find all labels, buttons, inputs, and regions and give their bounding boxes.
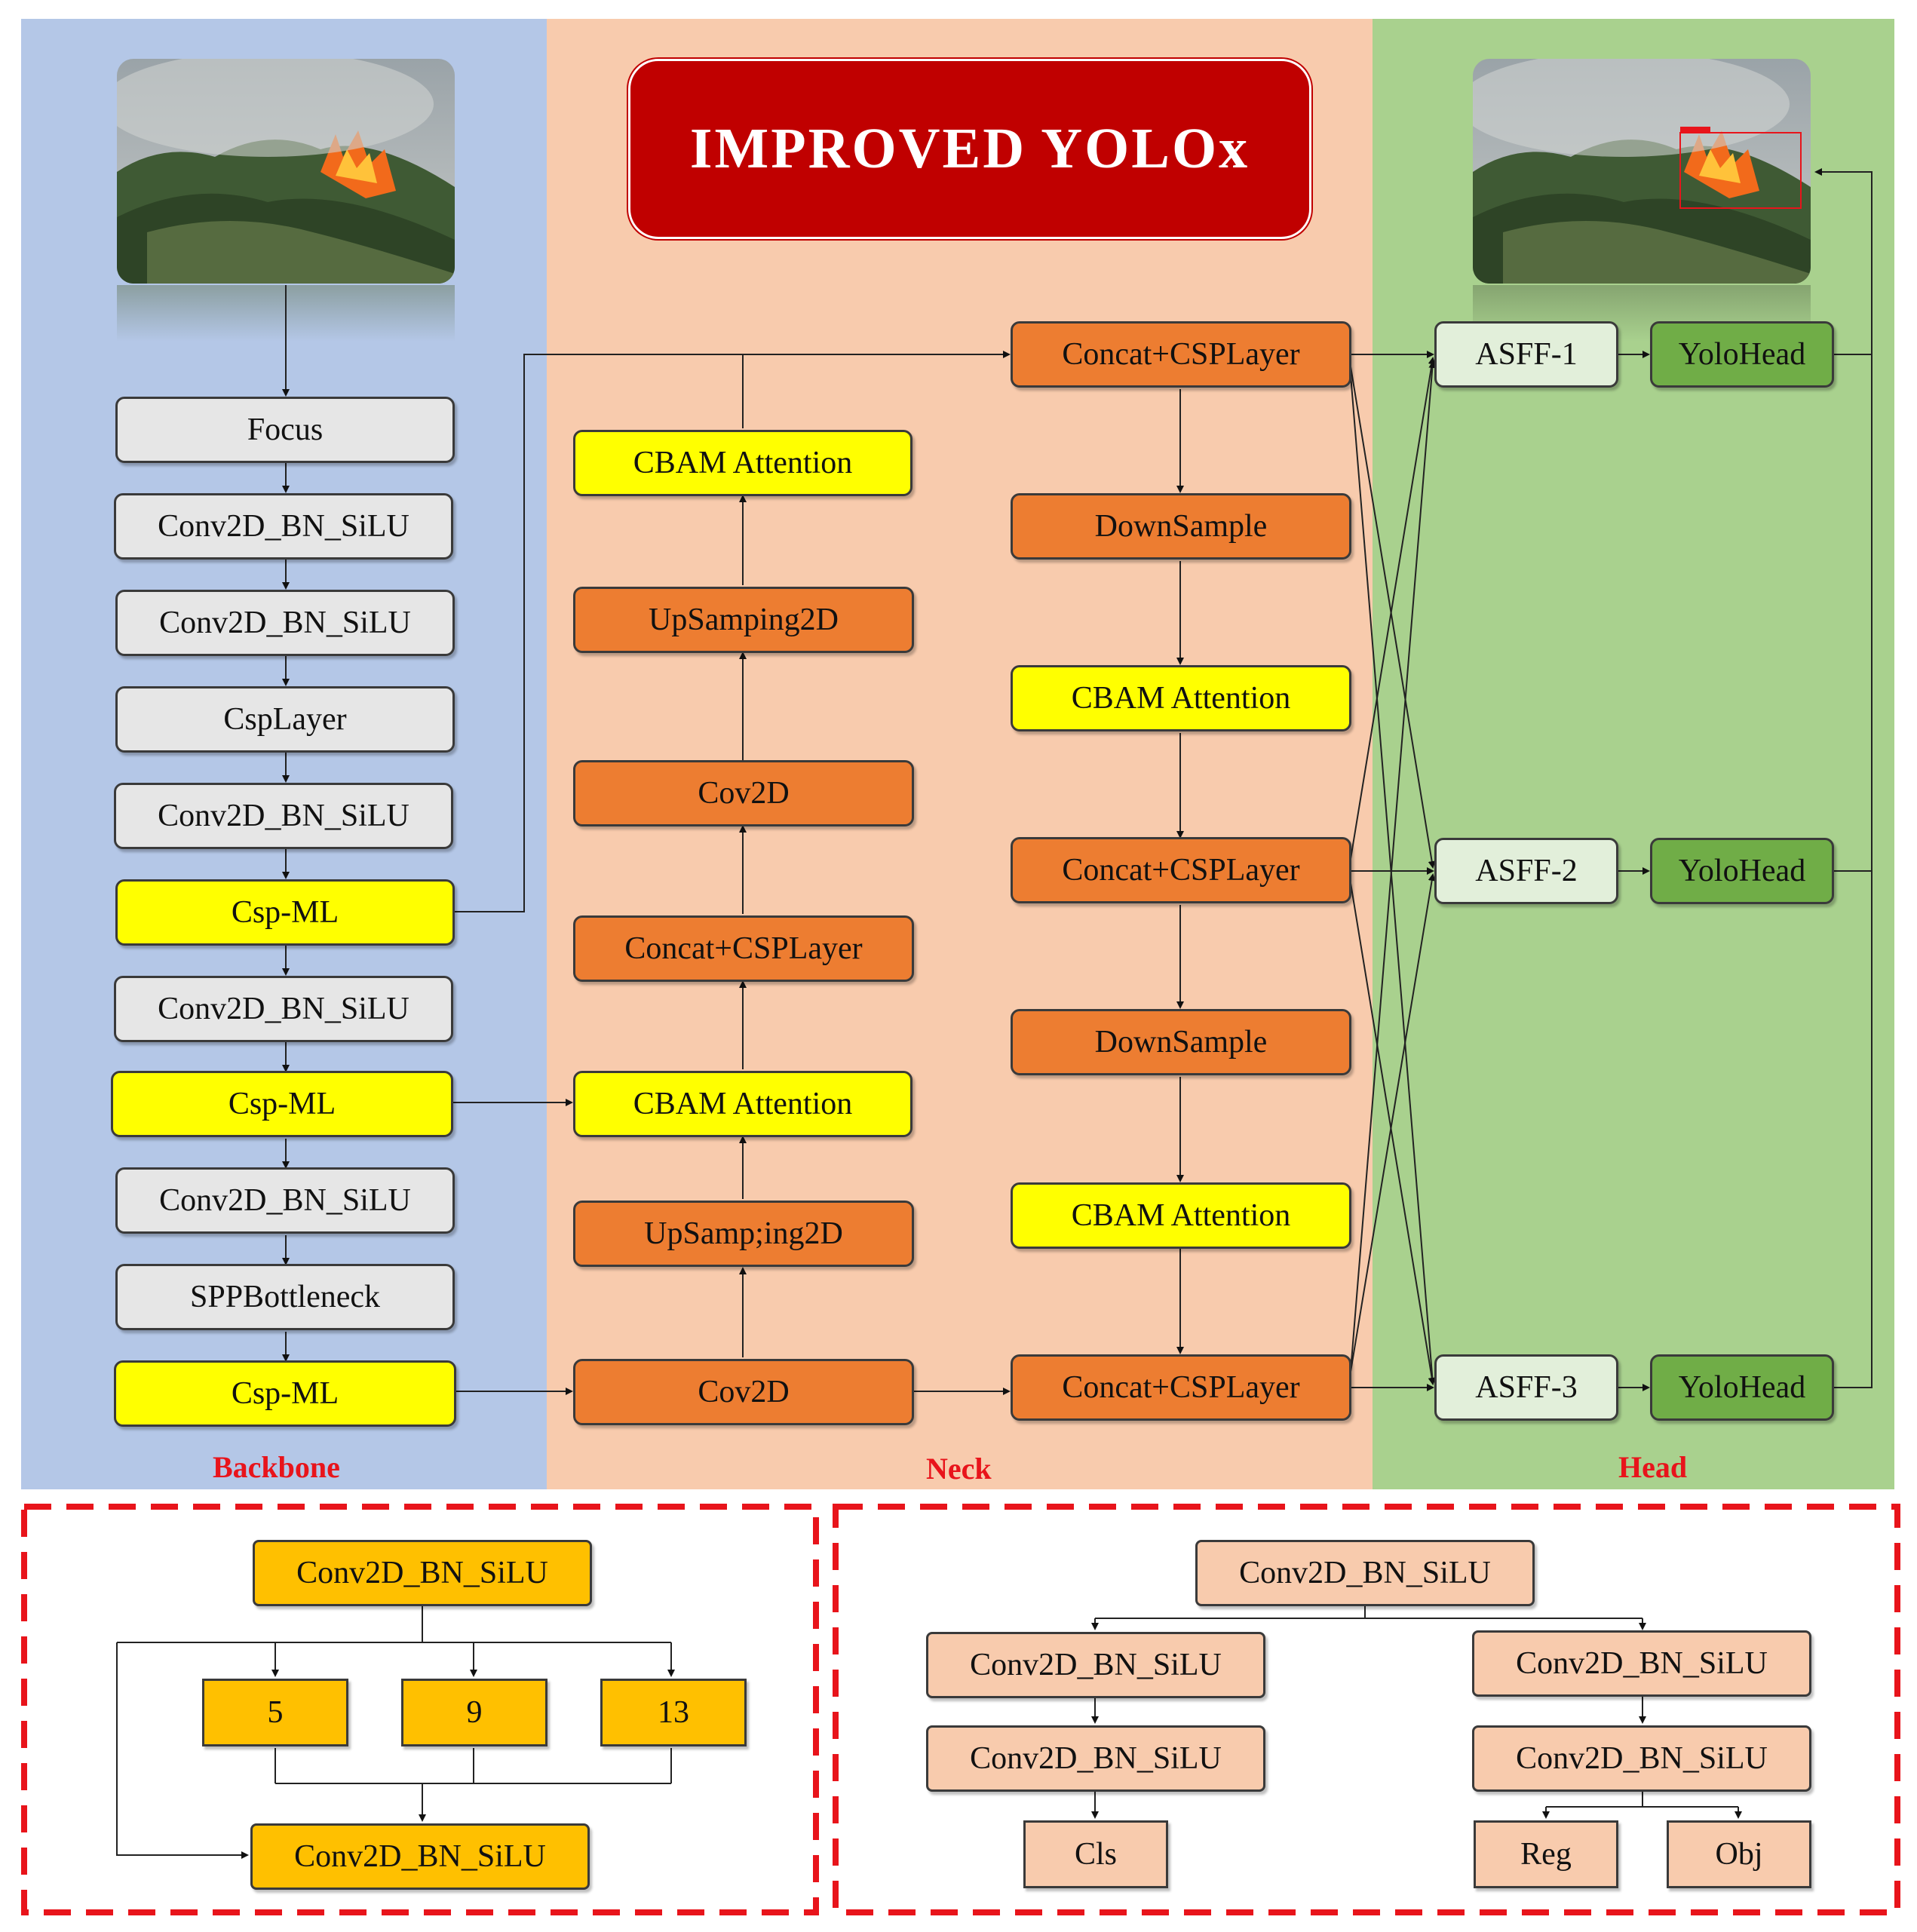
neck-upsampling-top: UpSamping2D (573, 587, 914, 653)
head-detail-conv-right-2: Conv2D_BN_SiLU (1472, 1725, 1811, 1792)
spp-kernel-5: 5 (202, 1679, 348, 1746)
head-label: Head (1618, 1450, 1688, 1484)
neck-cov2d-bottom: Cov2D (573, 1359, 914, 1425)
head-detail-conv-left-1: Conv2D_BN_SiLU (926, 1632, 1265, 1698)
neck-cbam-attention-right-bottom: CBAM Attention (1011, 1182, 1351, 1249)
sppbottleneck-block: SPPBottleneck (115, 1264, 455, 1330)
neck-downsample-bottom: DownSample (1011, 1009, 1351, 1075)
input-fire-image (117, 59, 455, 284)
csp-ml-block-1: Csp-ML (115, 879, 455, 946)
obj-output: Obj (1667, 1820, 1811, 1888)
spp-detail-conv-top: Conv2D_BN_SiLU (253, 1540, 592, 1606)
neck-concat-csplayer-left: Concat+CSPLayer (573, 915, 914, 982)
neck-cbam-attention-right-top: CBAM Attention (1011, 665, 1351, 731)
asff-3-block: ASFF-3 (1434, 1354, 1618, 1421)
neck-concat-csplayer-mid: Concat+CSPLayer (1011, 837, 1351, 903)
backbone-conv-block-2: Conv2D_BN_SiLU (115, 590, 455, 656)
csplayer-block: CspLayer (115, 686, 455, 753)
neck-cbam-attention-top: CBAM Attention (573, 430, 912, 496)
head-detail-conv-top: Conv2D_BN_SiLU (1195, 1540, 1535, 1606)
diagram-title: IMPROVED YOLOx (628, 59, 1311, 239)
focus-block: Focus (115, 397, 455, 463)
backbone-conv-block-3: Conv2D_BN_SiLU (114, 783, 453, 849)
neck-downsample-top: DownSample (1011, 493, 1351, 560)
yolohead-block-2: YoloHead (1650, 838, 1834, 904)
csp-ml-block-3: Csp-ML (114, 1360, 456, 1427)
csp-ml-block-2: Csp-ML (111, 1071, 453, 1137)
head-detail-conv-right-1: Conv2D_BN_SiLU (1472, 1630, 1811, 1697)
asff-2-block: ASFF-2 (1434, 838, 1618, 904)
head-detail-conv-left-2: Conv2D_BN_SiLU (926, 1725, 1265, 1792)
asff-1-block: ASFF-1 (1434, 321, 1618, 388)
backbone-conv-block-1: Conv2D_BN_SiLU (114, 493, 453, 560)
neck-cov2d-top: Cov2D (573, 760, 914, 826)
neck-label: Neck (926, 1452, 992, 1486)
backbone-conv-block-5: Conv2D_BN_SiLU (115, 1167, 455, 1234)
spp-detail-conv-bottom: Conv2D_BN_SiLU (250, 1823, 590, 1890)
neck-concat-csplayer-bottom: Concat+CSPLayer (1011, 1354, 1351, 1421)
neck-cbam-attention-mid: CBAM Attention (573, 1071, 912, 1137)
cls-output: Cls (1023, 1820, 1168, 1888)
yolohead-block-3: YoloHead (1650, 1354, 1834, 1421)
neck-upsampling-bottom: UpSamp;ing2D (573, 1201, 914, 1267)
yolohead-block-1: YoloHead (1650, 321, 1834, 388)
spp-kernel-9: 9 (401, 1679, 547, 1746)
neck-concat-csplayer-top: Concat+CSPLayer (1011, 321, 1351, 388)
reg-output: Reg (1474, 1820, 1618, 1888)
spp-kernel-13: 13 (600, 1679, 747, 1746)
output-detection-image (1473, 59, 1811, 284)
backbone-conv-block-4: Conv2D_BN_SiLU (114, 976, 453, 1042)
backbone-label: Backbone (213, 1450, 340, 1484)
